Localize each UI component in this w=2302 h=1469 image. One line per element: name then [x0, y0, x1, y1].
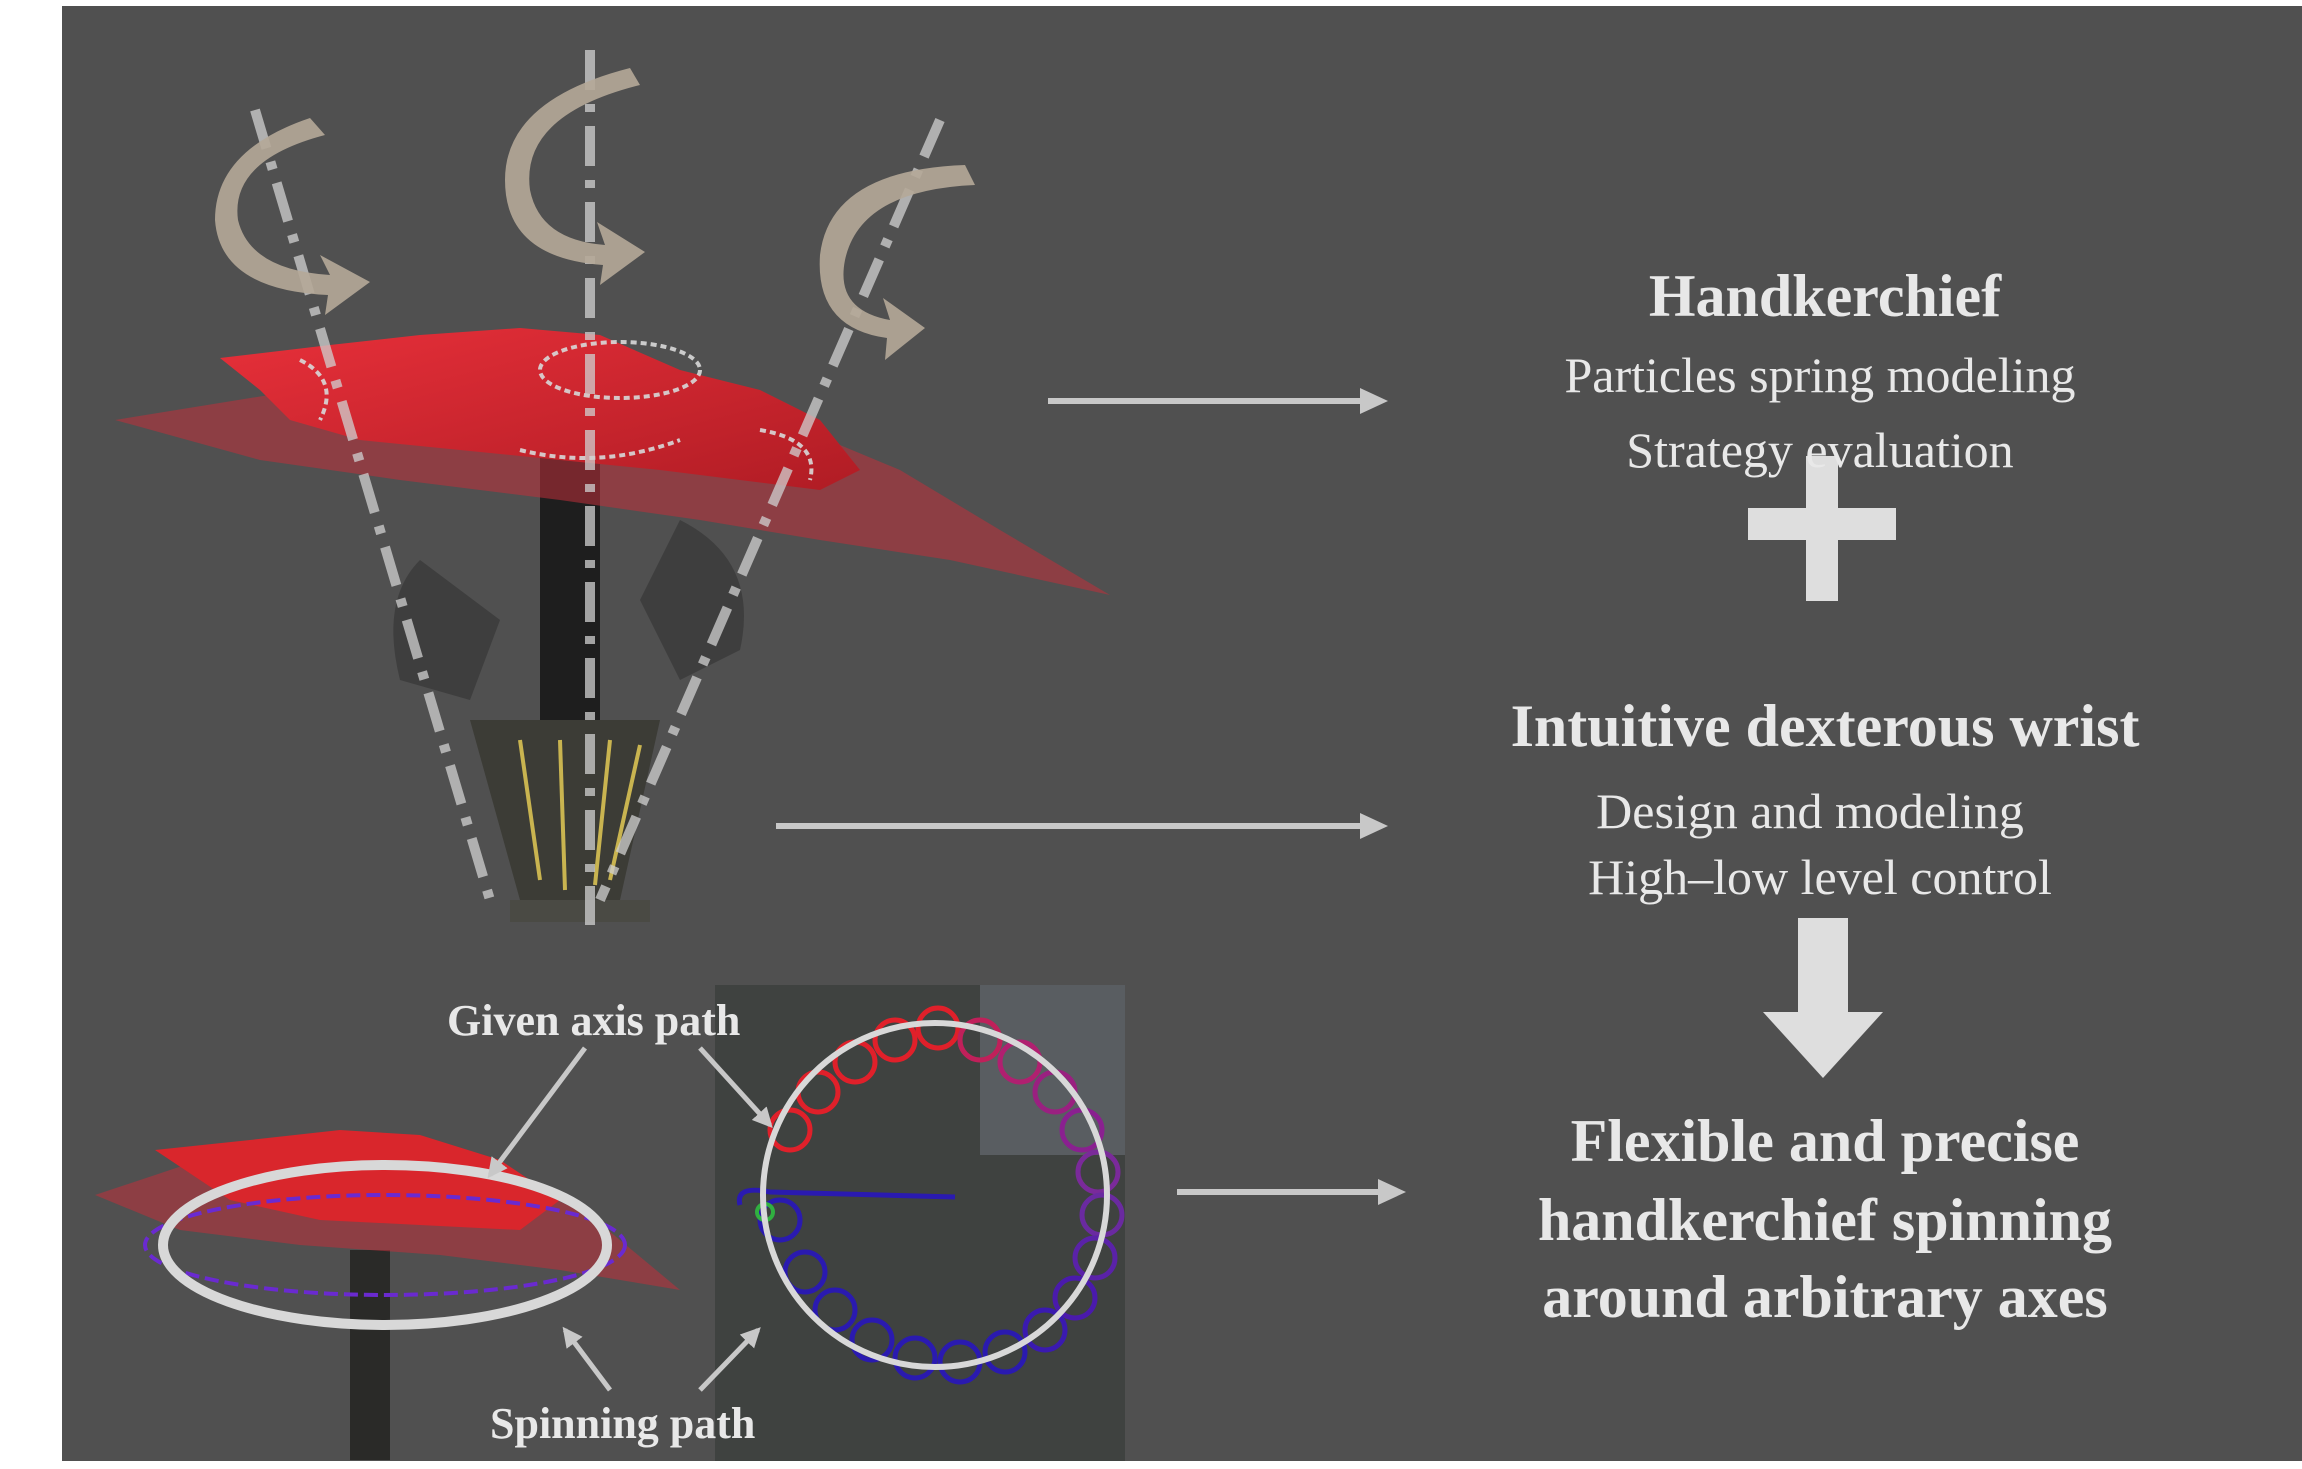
- top-notch: [1150, 0, 2302, 6]
- inset-spinning-trace: [143, 1193, 627, 1297]
- result-line3: around arbitrary axes: [1542, 1264, 2108, 1330]
- result-line1: Flexible and precise: [1570, 1108, 2080, 1174]
- handkerchief-line2: Strategy evaluation: [1626, 422, 2014, 478]
- rotation-arrow-icon: [215, 68, 975, 360]
- axis-entry-line: [736, 1187, 956, 1206]
- inset-axis-ellipse: [158, 1160, 612, 1330]
- robot-finger-left: [393, 560, 500, 700]
- handkerchief-lace: [299, 340, 814, 481]
- wrist-base: [510, 900, 650, 922]
- annotation-pointers: [487, 1046, 773, 1392]
- wrist-mechanism: [470, 720, 660, 900]
- spinning-inset-left: [95, 1130, 680, 1460]
- wrist-title: Intuitive dexterous wrist: [1510, 693, 2140, 759]
- axis-circle: [760, 1020, 1110, 1370]
- wrist-line1: Design and modeling: [1596, 783, 2024, 839]
- spinning-path-label: Spinning path: [490, 1399, 756, 1448]
- inset-handkerchief: [155, 1130, 560, 1230]
- result-line2: handkerchief spinning: [1537, 1187, 2113, 1253]
- spinning-inset-right: [715, 985, 1125, 1461]
- down-arrow-icon: [1763, 918, 1883, 1078]
- robot-finger-right: [640, 520, 744, 680]
- wrist-linkages: [518, 739, 642, 891]
- handkerchief-title: Handkerchief: [1648, 263, 2002, 329]
- plus-icon: [1748, 456, 1896, 601]
- robot-spinning-illustration: [115, 50, 1110, 925]
- handkerchief: [220, 328, 860, 490]
- rotation-axes: [250, 50, 945, 925]
- given-axis-path-label: Given axis path: [447, 996, 741, 1045]
- right-arrow-icon: [776, 388, 1406, 1205]
- wrist-line2: High–low level control: [1588, 849, 2052, 905]
- inset-robot-base: [350, 1250, 390, 1460]
- handkerchief-line1: Particles spring modeling: [1564, 347, 2076, 403]
